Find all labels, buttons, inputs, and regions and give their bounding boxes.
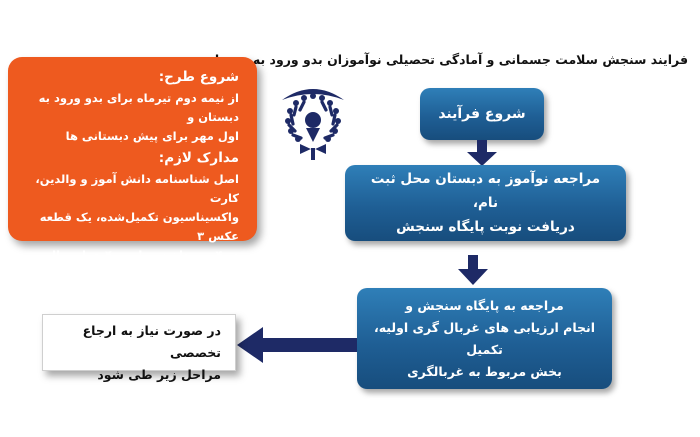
docs-line-2: واکسیناسیون تکمیل‌شده، یک قطعه عکس ۳ [39, 210, 239, 243]
start-line-1: از نیمه دوم تیرماه برای بدو ورود به دبست… [38, 91, 239, 124]
docs-heading: مدارک لازم: [158, 150, 239, 166]
screening-step-box: مراجعه به پایگاه سنجش و انجام ارزیابی ها… [357, 288, 612, 389]
arrow-down-2 [458, 255, 488, 285]
screening-step-line-1: مراجعه به پایگاه سنجش و [405, 297, 564, 313]
screening-step-line-2: انجام ارزیابی های غربال گری اولیه، تکمیل [373, 319, 596, 357]
organization-logo [282, 89, 344, 160]
arrow-down-1 [467, 140, 497, 166]
diagram-title: فرایند سنجش سلامت جسمانی و آمادگی تحصیلی… [204, 52, 688, 67]
registration-step-line-1: مراجعه نوآموز به دبستان محل ثبت نام، [370, 171, 601, 211]
start-process-label: شروع فرآیند [438, 106, 526, 122]
screening-step-line-3: بخش مربوط به غربالگری [407, 363, 562, 379]
start-line-2: اول مهر برای پیش دبستانی ها [65, 129, 239, 143]
arrow-left [237, 327, 357, 363]
start-process-box: شروع فرآیند [420, 88, 544, 140]
docs-line-3: در ۴ و پرداخت مبلغ ۴۰۰ هزار ریال [46, 248, 239, 262]
info-box: شروع طرح: از نیمه دوم تیرماه برای بدو ور… [8, 57, 257, 262]
referral-line-1: در صورت نیاز به ارجاع تخصصی [82, 323, 221, 360]
registration-step-line-2: دریافت نوبت پایگاه سنجش [396, 219, 575, 235]
docs-line-1: اصل شناسنامه دانش آموز و والدین، کارت [35, 172, 239, 205]
referral-box: در صورت نیاز به ارجاع تخصصی مراحل زیر طی… [42, 314, 236, 382]
referral-line-2: مراحل زیر طی شود [97, 367, 221, 382]
start-heading: شروع طرح: [158, 69, 239, 85]
registration-step-box: مراجعه نوآموز به دبستان محل ثبت نام، دری… [345, 165, 626, 241]
